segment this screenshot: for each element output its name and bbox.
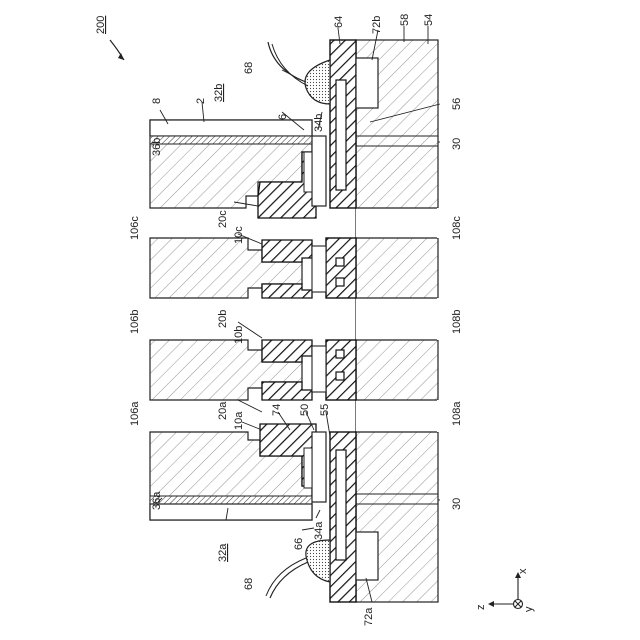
label-32a: 32a [217, 543, 229, 562]
label-34b: 34b [313, 114, 325, 132]
die-106b [150, 340, 326, 400]
axis-y-label: y [523, 606, 535, 612]
label-64: 64 [333, 16, 345, 28]
label-74: 74 [271, 404, 283, 416]
label-200: 200 [95, 16, 107, 34]
arrowhead-200 [118, 53, 124, 60]
label-106c: 106c [129, 216, 141, 240]
label-36b: 36b [151, 138, 163, 156]
ref-200: 200 [95, 16, 124, 60]
pad-72a [356, 532, 378, 580]
label-68-top: 68 [243, 62, 255, 74]
bump-top [268, 42, 330, 104]
axis-x-label: x [517, 568, 529, 574]
substrate-54 [356, 40, 438, 602]
label-58: 58 [399, 14, 411, 26]
pad-72b [356, 58, 378, 108]
label-50: 50 [299, 404, 311, 416]
label-34a: 34a [313, 521, 325, 540]
label-108b: 108b [451, 310, 463, 334]
label-20b: 20b [217, 310, 229, 328]
layer-2-bottom [150, 504, 312, 520]
label-30-bottom: 30 [451, 498, 463, 510]
label-30-top: 30 [451, 138, 463, 150]
label-2: 2 [195, 98, 207, 104]
chip-32b [150, 120, 326, 218]
label-54: 54 [423, 14, 435, 26]
pillar-34b [312, 136, 326, 206]
label-32b: 32b [213, 84, 225, 102]
label-8: 8 [151, 98, 163, 104]
label-56: 56 [451, 98, 463, 110]
layer-2-top [150, 120, 312, 136]
label-108a: 108a [451, 401, 463, 426]
pillar-34a [312, 432, 326, 502]
label-20c: 20c [217, 210, 229, 228]
die-106c [150, 238, 326, 298]
chip-32a [150, 424, 326, 520]
layer-8-top [150, 136, 312, 144]
label-108c: 108c [451, 216, 463, 240]
label-66: 66 [293, 538, 305, 550]
layer-8-bottom [150, 496, 312, 504]
label-106a: 106a [129, 401, 141, 426]
axis-indicator: x z y [475, 568, 535, 612]
label-55: 55 [319, 404, 331, 416]
label-20a: 20a [217, 401, 229, 420]
label-6: 6 [277, 114, 289, 120]
label-36a: 36a [151, 491, 163, 510]
label-10b: 10b [233, 326, 245, 344]
label-106b: 106b [129, 310, 141, 334]
label-10a: 10a [233, 411, 245, 430]
label-72b: 72b [371, 16, 383, 34]
label-68-bottom: 68 [243, 578, 255, 590]
axis-z-label: z [475, 605, 487, 611]
label-72a: 72a [363, 607, 375, 626]
wiring-layer-64 [326, 40, 356, 602]
label-10c: 10c [233, 226, 245, 244]
